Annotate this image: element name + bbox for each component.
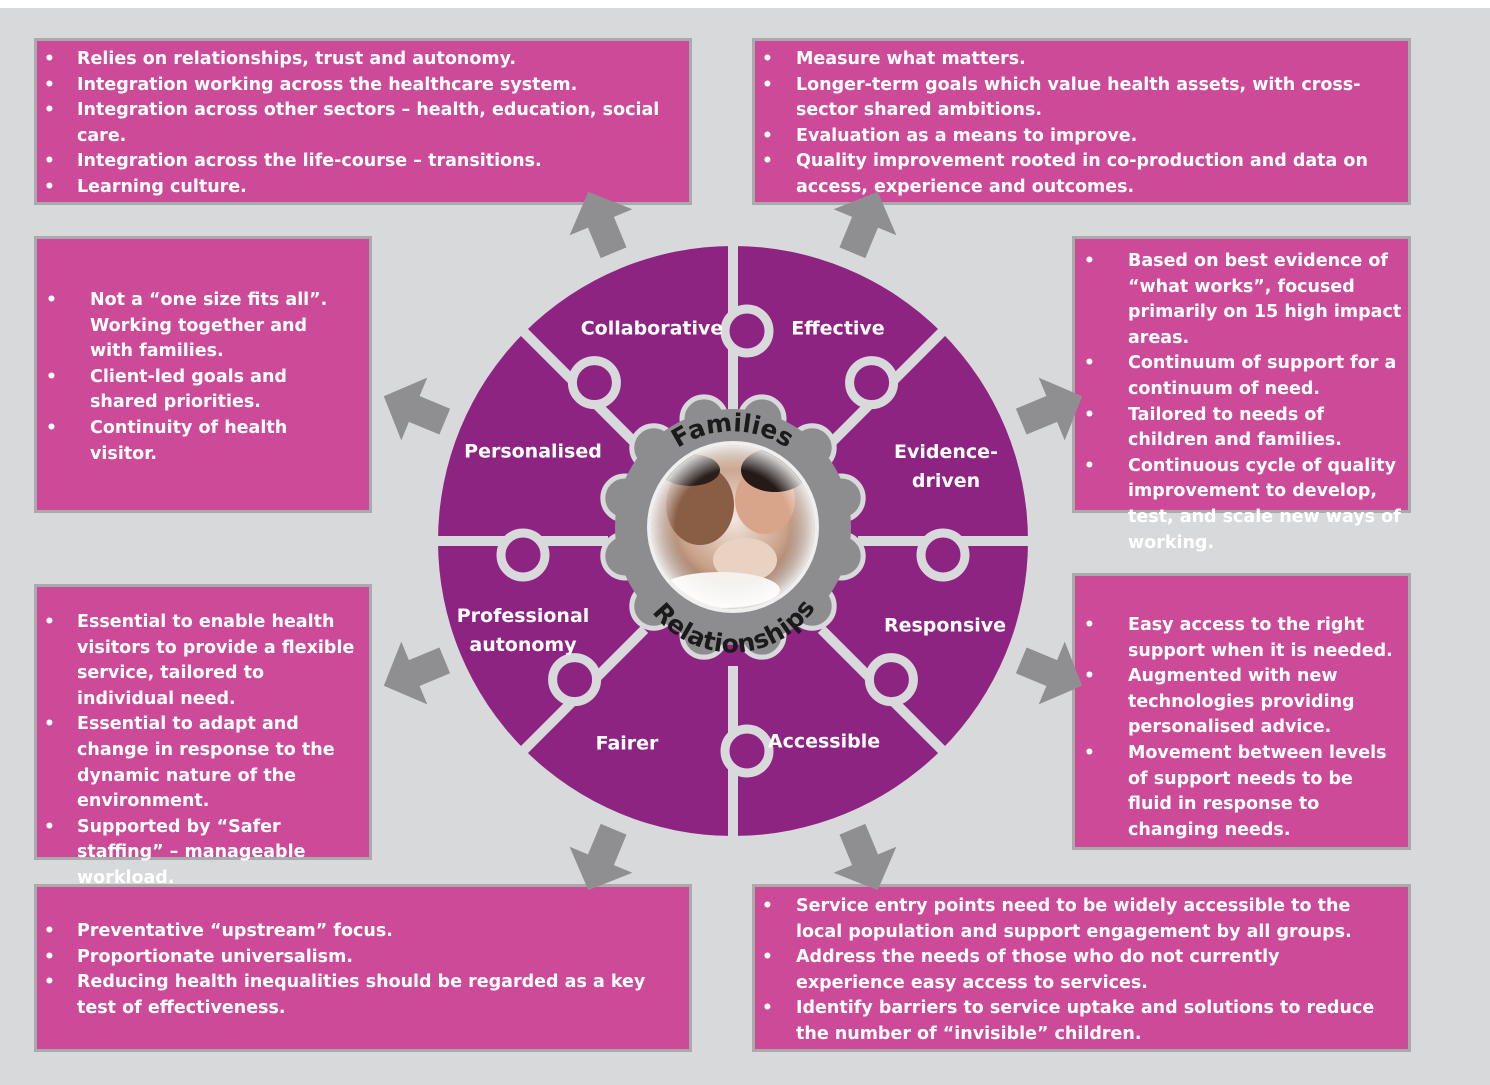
list-item: Continuity of health visitor. — [37, 416, 349, 467]
arrow-bottom-right — [833, 823, 897, 891]
arrow-right-lower — [1015, 641, 1083, 705]
segment-accessible: Accessible — [767, 730, 881, 753]
segment-evidence-driven-line1: Evidence- — [894, 441, 998, 463]
segment-professional-autonomy-line2: autonomy — [469, 634, 577, 656]
accessible-box: Service entry points need to be widely a… — [752, 884, 1411, 1052]
list-item: Not a “one size fits all”. Working toget… — [37, 288, 349, 365]
list-item: Continuous cycle of quality improvement … — [1075, 454, 1402, 556]
list-item: Supported by “Safer staffing” – manageab… — [37, 815, 361, 892]
segment-evidence-driven: Evidence- driven — [894, 438, 998, 496]
list-item: Preventative “upstream” focus. — [37, 919, 659, 945]
list-item: Integration working across the healthcar… — [37, 73, 689, 99]
list-item: Quality improvement rooted in co-product… — [755, 149, 1388, 200]
segment-evidence-driven-line2: driven — [911, 470, 981, 492]
list-item: Address the needs of those who do not cu… — [755, 945, 1378, 996]
responsive-box: Easy access to the right support when it… — [1072, 573, 1411, 850]
puzzle-knob — [720, 724, 774, 778]
list-item: Evaluation as a means to improve. — [755, 124, 1388, 150]
list-item: Longer-term goals which value health ass… — [755, 73, 1388, 124]
segment-personalised: Personalised — [464, 440, 602, 463]
arrow-left-upper — [383, 377, 451, 441]
professional-autonomy-box: Essential to enable health visitors to p… — [34, 584, 372, 888]
segment-responsive: Responsive — [883, 614, 1007, 637]
arrows-group — [383, 191, 1083, 891]
personalised-box: Not a “one size fits all”. Working toget… — [34, 236, 372, 513]
fairer-box: Preventative “upstream” focus. Proportio… — [34, 884, 692, 1052]
puzzle-knobs — [496, 304, 970, 778]
list-item: Identify barriers to service uptake and … — [755, 996, 1378, 1047]
segment-effective: Effective — [791, 317, 885, 340]
personalised-list: Not a “one size fits all”. Working toget… — [37, 288, 369, 467]
list-item: Tailored to needs of children and famili… — [1075, 403, 1402, 454]
arrow-top-left — [569, 191, 633, 259]
effective-box: Measure what matters. Longer-term goals … — [752, 38, 1411, 205]
list-item: Based on best evidence of “what works”, … — [1075, 249, 1402, 351]
segment-professional-autonomy: Professional autonomy — [457, 602, 590, 660]
evidence-driven-box: Based on best evidence of “what works”, … — [1072, 236, 1411, 553]
list-item: Measure what matters. — [755, 47, 1388, 73]
segment-collaborative: Collaborative — [580, 317, 724, 340]
list-item: Reducing health inequalities should be r… — [37, 970, 659, 1021]
list-item: Easy access to the right support when it… — [1075, 613, 1400, 664]
segment-professional-autonomy-line1: Professional — [456, 605, 590, 627]
puzzle-knob — [916, 528, 970, 582]
list-item: Service entry points need to be widely a… — [755, 894, 1378, 945]
family-photo — [651, 445, 815, 609]
puzzle-knob — [864, 653, 918, 707]
evidence-driven-list: Based on best evidence of “what works”, … — [1075, 249, 1408, 556]
arrow-left-lower — [383, 641, 451, 705]
list-item: Movement between levels of support needs… — [1075, 741, 1400, 843]
professional-autonomy-list: Essential to enable health visitors to p… — [37, 610, 369, 892]
arrow-top-right — [833, 191, 897, 259]
responsive-list: Easy access to the right support when it… — [1075, 613, 1408, 843]
list-item: Continuum of support for a continuum of … — [1075, 351, 1402, 402]
puzzle-knob — [496, 528, 550, 582]
list-item: Relies on relationships, trust and auton… — [37, 47, 689, 73]
collaborative-box: Relies on relationships, trust and auton… — [34, 38, 692, 205]
puzzle-knob — [720, 304, 774, 358]
list-item: Essential to enable health visitors to p… — [37, 610, 361, 712]
segment-fairer: Fairer — [595, 732, 659, 755]
effective-list: Measure what matters. Longer-term goals … — [755, 47, 1408, 201]
list-item: Client-led goals and shared priorities. — [37, 365, 349, 416]
puzzle-knob — [548, 653, 602, 707]
arrow-bottom-left — [569, 823, 633, 891]
fairer-list: Preventative “upstream” focus. Proportio… — [37, 919, 689, 1021]
arrow-right-upper — [1015, 377, 1083, 441]
accessible-list: Service entry points need to be widely a… — [755, 894, 1408, 1048]
puzzle-knob — [567, 356, 621, 410]
collaborative-list: Relies on relationships, trust and auton… — [37, 47, 689, 201]
list-item: Augmented with new technologies providin… — [1075, 664, 1400, 741]
list-item: Proportionate universalism. — [37, 945, 659, 971]
list-item: Essential to adapt and change in respons… — [37, 712, 361, 814]
list-item: Integration across the life-course – tra… — [37, 149, 689, 175]
puzzle-knob — [845, 356, 899, 410]
list-item: Integration across other sectors – healt… — [37, 98, 689, 149]
list-item: Learning culture. — [37, 175, 689, 201]
